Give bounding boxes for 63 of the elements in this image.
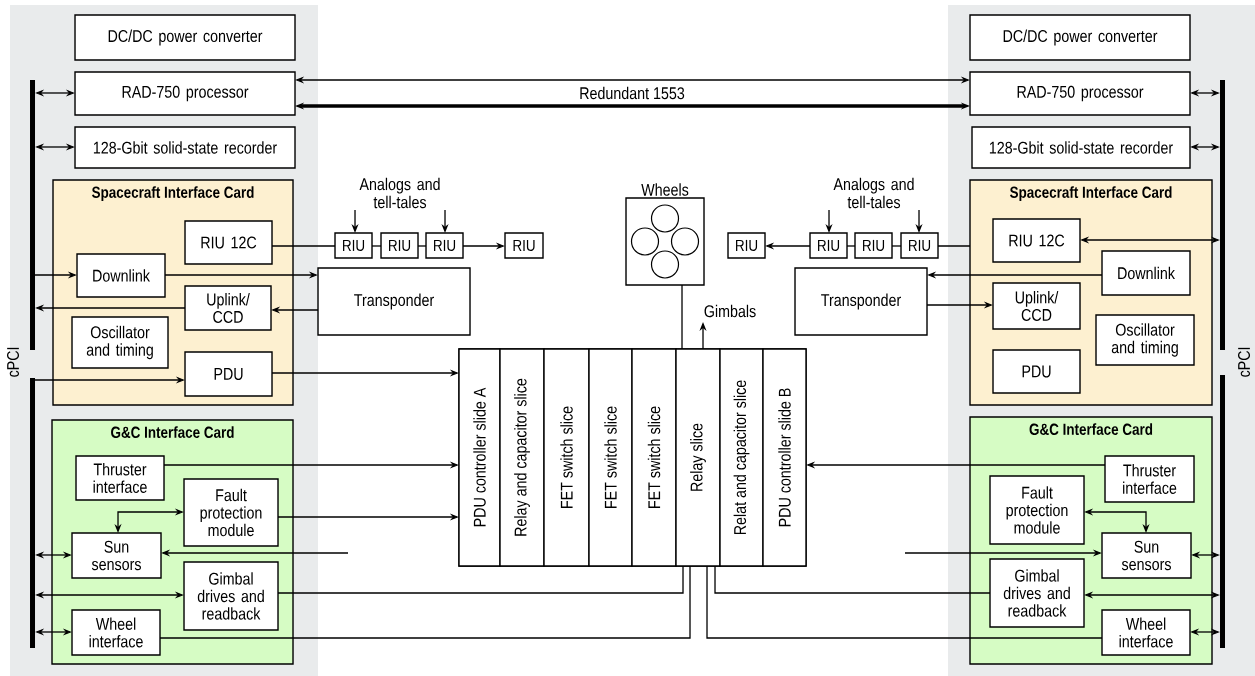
bus-label: cPCI (1238, 347, 1251, 377)
connector-line (271, 245, 336, 247)
unit-box: RIU (425, 232, 464, 259)
slice-box: Relat and capacitor slice (719, 348, 764, 567)
component-box: RIU 12C (184, 220, 273, 265)
component-box: PDU (992, 349, 1081, 394)
unit-box: RIU (809, 232, 848, 259)
signal-label: Analogs and tell-tales (833, 177, 914, 209)
connector-line (159, 565, 691, 639)
component-box: RIU 12C (992, 218, 1081, 263)
slice-box: Relay slice (675, 348, 721, 567)
component-box: 128-Gbit solid-state recorder (74, 126, 296, 169)
component-box: Uplink/ CCD (992, 282, 1081, 330)
connector-line (417, 245, 427, 247)
unit-box: RIU (854, 232, 893, 259)
connector-line (277, 565, 684, 594)
component-box: Fault protection module (989, 475, 1085, 545)
component-box: Downlink (1101, 250, 1191, 296)
connector-line (846, 245, 856, 247)
component-box: RAD-750 processor (74, 71, 296, 116)
component-box: Sun sensors (71, 532, 162, 579)
slice-box: PDU controller slide A (458, 348, 501, 567)
component-box: Wheel interface (1101, 609, 1191, 656)
connector-line (937, 245, 971, 247)
connector-line (714, 565, 991, 594)
slice-box: FET switch slice (543, 348, 590, 567)
component-box: Thruster interface (75, 455, 165, 501)
component-box: Uplink/ CCD (184, 285, 272, 331)
component-box: Wheel interface (71, 609, 161, 656)
component-box: Fault protection module (183, 478, 279, 547)
component-box: PDU (184, 351, 273, 397)
component-box: Sun sensors (1101, 532, 1192, 579)
slice-box: FET switch slice (588, 348, 633, 567)
wheels-drawing: Wheels (625, 183, 705, 286)
component-box: 128-Gbit solid-state recorder (971, 126, 1191, 169)
component-box: Transponder (317, 267, 471, 336)
connector-line (706, 565, 1103, 639)
edge-label: Redundant 1553 (578, 85, 686, 101)
bus-label: cPCI (7, 347, 20, 377)
component-box: RAD-750 processor (969, 71, 1191, 116)
node-label: Wheels (641, 183, 689, 196)
component-box: Oscillator and timing (1095, 314, 1195, 366)
unit-box: RIU (380, 232, 419, 259)
unit-box: RIU (504, 232, 544, 259)
component-box: Transponder (794, 267, 928, 336)
slice-box: PDU controller slide B (762, 348, 807, 567)
slice-box: FET switch slice (631, 348, 677, 567)
connector-line (371, 245, 382, 247)
signal-label: Analogs and tell-tales (359, 177, 440, 209)
component-box: Thruster interface (1104, 455, 1195, 503)
unit-box: RIU (334, 232, 373, 259)
signal-label: Gimbals (704, 304, 756, 318)
unit-box: RIU (727, 232, 766, 259)
unit-box: RIU (900, 232, 939, 259)
component-box: Gimbal drives and readback (183, 561, 279, 631)
component-box: Oscillator and timing (71, 316, 169, 369)
component-box: Downlink (76, 253, 166, 298)
slice-box: Relay and capacitor slice (499, 348, 545, 567)
component-box: DC/DC power converter (969, 14, 1191, 61)
component-box: DC/DC power converter (74, 14, 296, 61)
connector-line (891, 245, 902, 247)
connector-line (681, 284, 683, 350)
component-box: Gimbal drives and readback (989, 558, 1085, 628)
